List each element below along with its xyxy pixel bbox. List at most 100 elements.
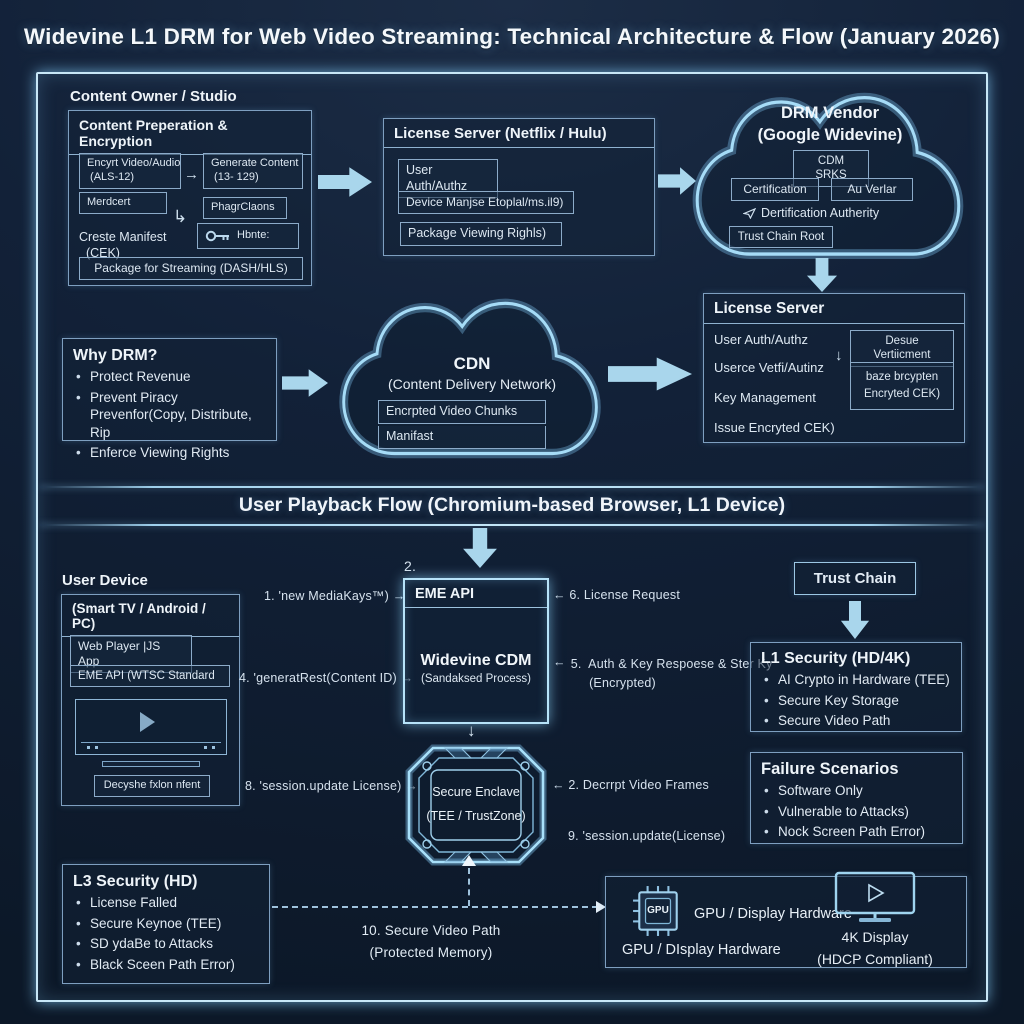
video-player-graphic	[75, 699, 227, 755]
failure-bullet: Software Only	[761, 782, 952, 800]
cert-authority-text: Dertification Autherity	[761, 206, 880, 220]
cdn-title: CDN	[453, 354, 491, 373]
flow-label-8: 8. 'session.update License) →	[245, 779, 418, 793]
play-icon	[140, 712, 155, 732]
flow-label-2: 2.	[404, 558, 417, 574]
device-header: (Smart TV / Android / PC)	[62, 595, 239, 637]
why-drm-bullet: Prevent Piracy	[73, 389, 266, 407]
arrow-down-icon: ↓	[835, 347, 843, 364]
why-drm-title: Why DRM?	[73, 347, 158, 364]
widevine-cdm-box: EME API Widevine CDM (Sandaksed Process)	[403, 578, 549, 724]
player-tray	[102, 761, 200, 767]
flow-label-7-text: 2. Decrrpt Video Frames	[568, 778, 709, 792]
arrow-down-icon: ↓	[467, 721, 476, 740]
control-dot	[204, 746, 207, 749]
license-server-right-box: License Server User Auth/Authz Userce Ve…	[703, 293, 965, 443]
l3-bullet: Black Sceen Path Error)	[73, 956, 259, 974]
outer-frame	[36, 72, 988, 1002]
drm-vendor-title: DRM Vendor (Google Widevine)	[757, 104, 903, 145]
certification-box: Certification	[731, 178, 819, 201]
trust-chain-title: Trust Chain	[813, 570, 897, 587]
l1-bullet: Secure Key Storage	[761, 692, 951, 710]
l1-bullet: AI Crypto in Hardware (TEE)	[761, 671, 951, 689]
options-box: PhagrClaons	[203, 197, 287, 219]
license-right-item-verify: Userce Vetfi/Autinz	[714, 360, 824, 375]
au-verlar-box: Au Verlar	[831, 178, 913, 201]
license-right-item-auth: User Auth/Authz	[714, 332, 808, 347]
why-drm-bullet-cont: Prevenfor(Copy, Distribute, Rip	[90, 407, 252, 440]
arrow-right-icon: →	[392, 589, 406, 603]
why-drm-bullet: Enferce Viewing Rights	[73, 444, 266, 462]
arrow-left-icon: ←	[553, 655, 566, 669]
flow-label-8-text: 8. 'session.update License)	[245, 779, 402, 793]
flow-label-6: ← 6. License Request	[553, 588, 680, 602]
eme-api-box: EME API (WTSC Standard	[70, 665, 230, 688]
control-dot	[95, 746, 98, 749]
gpu-display-box: GPU GPU / Display Hardware GPU / DIsplay…	[605, 871, 967, 968]
secure-enclave-text: Secure Enclave (TEE / TrustZone)	[426, 785, 526, 823]
failure-list: Software Only Vulnerable to Attacks) Noc…	[761, 782, 952, 841]
playback-flow-banner: User Playback Flow (Chromium-based Brows…	[238, 494, 786, 516]
chip-icon	[405, 744, 547, 866]
l1-security-box: L1 Security (HD/4K) AI Crypto in Hardwar…	[750, 642, 962, 732]
license-server-top-box: License Server (Netflix / Hulu) User Aut…	[383, 118, 655, 256]
banner-bottom-line	[40, 524, 984, 526]
player-controls	[81, 742, 221, 750]
merdcert-box: Merdcert	[79, 192, 167, 214]
flow-label-5: ← 5. Auth & Key Respoese & Ster Ky (Encry…	[553, 655, 773, 693]
secure-enclave-chip: Secure Enclave (TEE / TrustZone)	[403, 742, 549, 868]
package-box: Package for Streaming (DASH/HLS)	[79, 257, 303, 280]
license-top-item-rights: Package Viewing Righls)	[400, 222, 562, 246]
monitor-icon	[834, 871, 916, 922]
l3-security-title: L3 Security (HD)	[73, 873, 198, 890]
l1-security-list: AI Crypto in Hardware (TEE) Secure Key S…	[761, 671, 951, 730]
arrow-turn-icon: ↳	[173, 207, 188, 226]
l3-security-list: License Falled Secure Keynoe (TEE) SD yd…	[73, 894, 259, 973]
cdn-cloud: CDN (Content Delivery Network) Encrpted …	[330, 296, 614, 464]
flow-label-7: ← 2. Decrrpt Video Frames	[552, 778, 709, 792]
license-right-title: License Server	[704, 294, 964, 324]
l3-security-box: L3 Security (HD) License Falled Secure K…	[62, 864, 270, 984]
gpu-label-main: GPU / Display Hardware	[694, 906, 852, 922]
user-device-label: User Device	[62, 572, 148, 589]
l3-bullet: License Falled	[73, 894, 259, 912]
dashed-line-vertical	[468, 868, 470, 906]
studio-section-label: Content Owner / Studio	[70, 88, 237, 105]
gpu-chip-label: GPU	[647, 905, 669, 916]
control-dot	[212, 746, 215, 749]
control-dot	[87, 746, 90, 749]
widevine-cdm-subtitle: (Sandaksed Process)	[421, 673, 531, 685]
gpu-chip-icon: GPU	[632, 885, 684, 937]
banner-top-line	[40, 486, 984, 488]
failure-scenarios-box: Failure Scenarios Software Only Vulnerab…	[750, 752, 963, 844]
cdn-subtitle: (Content Delivery Network)	[387, 376, 557, 392]
key-label: Hbnte:	[237, 229, 270, 242]
why-drm-list: Protect Revenue Prevent Piracy Prevenfor…	[73, 368, 266, 462]
content-prep-title: Content Preperation & Encryption	[69, 111, 311, 155]
arrow-up-into-chip	[462, 855, 476, 866]
why-drm-bullet: Protect Revenue	[73, 368, 266, 386]
arrow-right-icon: →	[184, 166, 199, 183]
verification-box: Desue Vertiicment	[850, 330, 954, 367]
arrow-left-icon: ←	[553, 588, 566, 602]
flow-label-1: 1. 'new MediaKays™) →	[264, 589, 405, 603]
flow-label-10: 10. Secure Video Path (Protected Memory)	[361, 923, 501, 960]
eme-api-header: EME API	[405, 580, 547, 608]
flow-label-1-text: 1. 'new MediaKays™)	[264, 589, 389, 603]
trust-chain-root-box: Trust Chain Root	[729, 226, 833, 249]
license-right-item-cek: Issue Encryted CEK)	[714, 420, 835, 435]
flow-label-5-text: 5. Auth & Key Respoese & Ster Ky (Encryp…	[570, 657, 773, 690]
widevine-cdm-title: Widevine CDM	[420, 652, 532, 669]
license-top-item-device: Device Manjse Etoplal/ms.il9)	[398, 191, 574, 214]
cek-encrypted-box: baze brcypten Encryted CEK)	[850, 362, 954, 410]
l3-bullet: SD ydaBe to Attacks	[73, 935, 259, 953]
trust-chain-box: Trust Chain	[794, 562, 916, 595]
cdn-chunks-box: Encrpted Video Chunks	[378, 400, 546, 424]
dashed-line-horizontal	[272, 906, 598, 908]
flow-label-6-text: 6. License Request	[569, 588, 681, 602]
cert-authority-row: Dertification Autherity	[743, 205, 879, 221]
flow-label-4: 4. 'generatRest(Content ID) →	[239, 671, 413, 685]
plane-icon	[743, 207, 756, 219]
flow-label-4-text: 4. 'generatRest(Content ID)	[239, 671, 397, 685]
